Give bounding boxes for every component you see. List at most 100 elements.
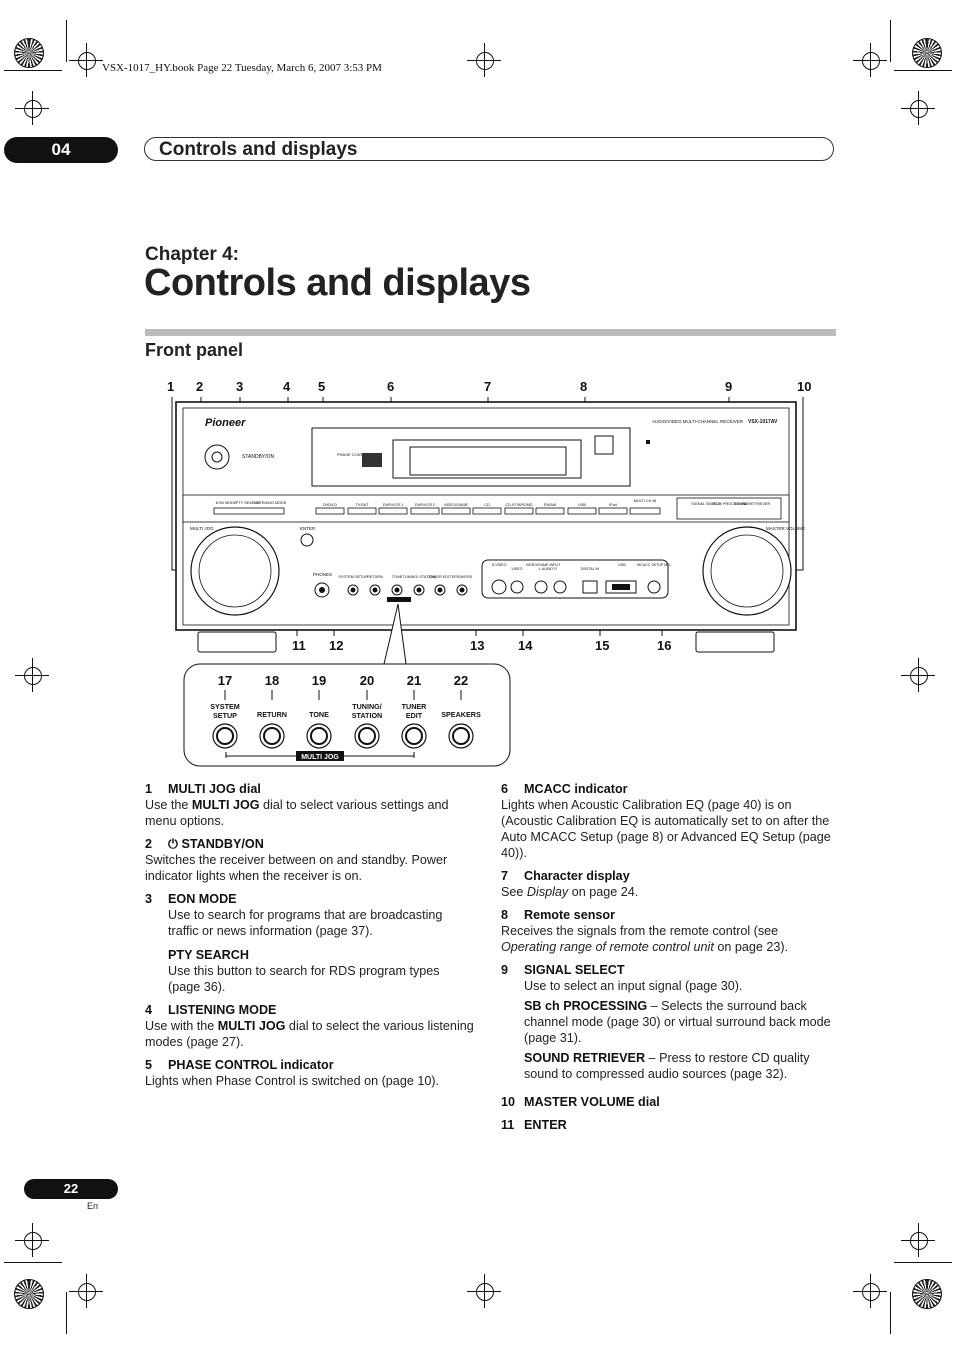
callout-18: 18: [265, 673, 279, 688]
phones-label: PHONES: [313, 572, 332, 577]
crop-mark: [66, 20, 67, 62]
inset-knob-label: RETURN: [257, 710, 287, 719]
svg-text:SB ch PROCESSING: SB ch PROCESSING: [712, 502, 749, 506]
crop-mark: [66, 1292, 67, 1334]
callout-19: 19: [312, 673, 326, 688]
svg-text:S-VIDEO: S-VIDEO: [492, 563, 507, 567]
multi-ch-in-button: [629, 507, 661, 515]
small-knob-label: SPEAKERS: [452, 575, 473, 579]
chapter-label: Chapter 4:: [145, 244, 239, 265]
front-panel-diagram: 1 2 3 4 5 6 7 8 9 10 11 12 13 14 15 16: [167, 379, 811, 767]
callout-8: 8: [580, 379, 587, 394]
input-button-label: CD-R/TAPE/MD: [505, 503, 532, 507]
registration-mark: [901, 658, 935, 692]
callout-21: 21: [407, 673, 421, 688]
callout-4: 4: [283, 379, 291, 394]
registration-mark: [69, 43, 103, 77]
input-button-1: [347, 507, 377, 515]
callout-17: 17: [218, 673, 232, 688]
small-knob-label: TUNER EDIT: [429, 575, 452, 579]
inset-knob-label: TONE: [309, 710, 329, 719]
input-button-label: CD: [484, 503, 490, 507]
input-button-2: [378, 507, 408, 515]
mcacc-indicator-graphic: [362, 453, 382, 467]
callout-16: 16: [657, 638, 671, 653]
input-button-label: VIDEO/GAME: [444, 503, 469, 507]
callout-7: 7: [484, 379, 491, 394]
callout-1: 1: [167, 379, 174, 394]
chapter-title: Controls and displays: [144, 262, 531, 304]
registration-mark: [853, 43, 887, 77]
section-title: Front panel: [145, 340, 243, 360]
registration-mark: [15, 1223, 49, 1257]
small-knob-label: TUNING/ STATION: [403, 575, 436, 579]
crop-mark: [894, 1262, 952, 1263]
svg-text:SIGNAL SELECT: SIGNAL SELECT: [691, 502, 721, 506]
input-button-3: [410, 507, 440, 515]
callout-11: 11: [292, 638, 306, 653]
running-header: Controls and displays: [144, 137, 834, 161]
section-rule: [145, 329, 836, 336]
input-button-label: USB: [578, 503, 586, 507]
callout-9: 9: [725, 379, 732, 394]
callout-3: 3: [236, 379, 243, 394]
crop-mark: [890, 1292, 891, 1334]
small-knob-label: RETURN: [367, 575, 383, 579]
svg-text:DIGITAL IN: DIGITAL IN: [581, 567, 600, 571]
input-button-5: [472, 507, 502, 515]
print-header: VSX-1017_HY.book Page 22 Tuesday, March …: [102, 62, 382, 74]
registration-rosette: [912, 38, 942, 68]
registration-mark: [467, 43, 501, 77]
inset-multi-jog-label: MULTI JOG: [301, 754, 339, 761]
svg-text:VIDEO/GAME INPUT: VIDEO/GAME INPUT: [526, 563, 561, 567]
svg-text:PTY SEARCH: PTY SEARCH: [236, 501, 260, 505]
inset-knob-label: SPEAKERS: [441, 710, 481, 719]
input-button-9: [598, 507, 628, 515]
crop-mark: [894, 70, 952, 71]
input-button-0: [315, 507, 345, 515]
registration-rosette: [14, 38, 44, 68]
input-button-4: [441, 507, 471, 515]
multi-jog-label: MULTI JOG: [190, 526, 214, 531]
input-button-label: DVR/VCR 1: [383, 503, 403, 507]
input-button-7: [535, 507, 565, 515]
model-text: AUDIO/VIDEO MULTI-CHANNEL RECEIVER: [652, 419, 744, 424]
registration-mark: [15, 658, 49, 692]
svg-text:LISTENING MODE: LISTENING MODE: [254, 501, 287, 505]
input-button-label: FM/AM: [544, 503, 556, 507]
callout-20: 20: [360, 673, 374, 688]
registration-mark: [467, 1274, 501, 1308]
chapter-number-badge: 04: [4, 137, 118, 163]
callout-12: 12: [329, 638, 343, 653]
crop-mark: [4, 1262, 62, 1263]
registration-mark: [901, 1223, 935, 1257]
input-button-label: TV/SAT: [355, 503, 369, 507]
input-button-8: [567, 507, 597, 515]
page-number: 22: [24, 1179, 118, 1199]
input-button-6: [504, 507, 534, 515]
inset-knob-label: TUNING/STATION: [352, 702, 382, 720]
registration-mark: [853, 1274, 887, 1308]
crop-mark: [890, 20, 891, 62]
svg-text:VIDEO: VIDEO: [511, 567, 522, 571]
model-name: VSX-1017AV: [748, 419, 778, 425]
master-volume-label: MASTER VOLUME: [766, 526, 805, 531]
registration-rosette: [912, 1279, 942, 1309]
callout-2: 2: [196, 379, 203, 394]
enter-label: ENTER: [300, 526, 316, 531]
callout-6: 6: [387, 379, 394, 394]
small-knob-label: SYSTEM SETUP: [338, 575, 368, 579]
registration-mark: [901, 91, 935, 125]
registration-mark: [15, 91, 49, 125]
callout-13: 13: [470, 638, 484, 653]
